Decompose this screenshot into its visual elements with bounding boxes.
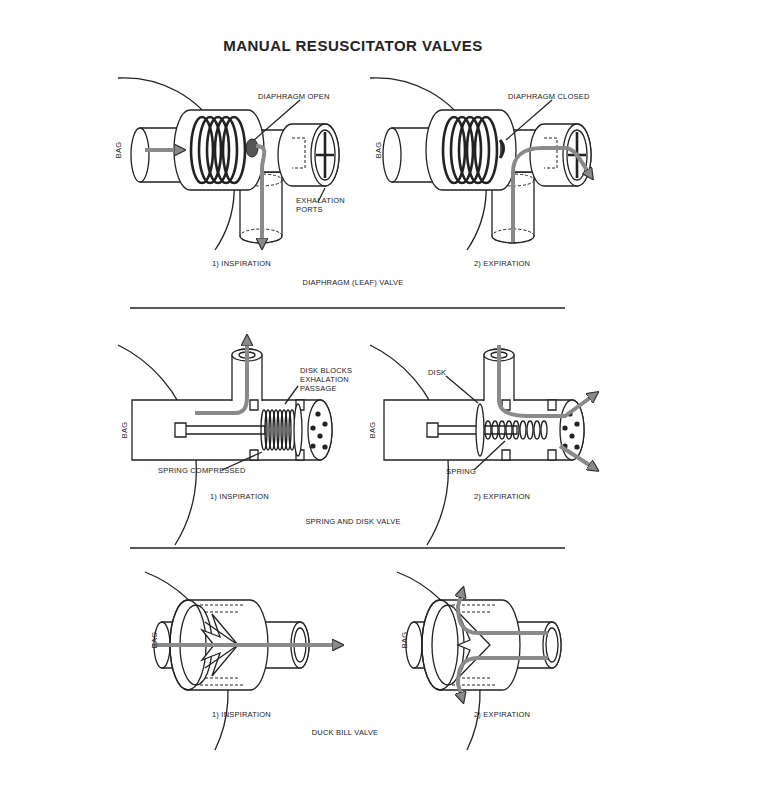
flow-arrow xyxy=(499,345,594,416)
part-label: 2) EXPIRATION xyxy=(474,710,530,719)
part-label: 1) INSPIRATION xyxy=(210,492,269,501)
part-label: EXHALATION PORTS xyxy=(296,196,352,214)
spring-disk-inspiration xyxy=(118,345,332,545)
flow-arrow xyxy=(152,643,338,647)
part-label-vertical: BAG xyxy=(374,142,383,158)
coil xyxy=(506,421,512,439)
flow-arrow xyxy=(513,148,590,242)
flow-arrow xyxy=(256,146,264,244)
diaphragm-closed xyxy=(500,140,504,158)
flow-arrow xyxy=(560,446,594,468)
separator xyxy=(130,307,565,308)
leader-line xyxy=(285,386,298,404)
diaphragm-inspiration xyxy=(118,78,339,250)
part-label-vertical: BAG xyxy=(368,422,377,438)
coil xyxy=(492,421,498,439)
flow-arrow xyxy=(458,658,548,698)
separator xyxy=(130,547,565,548)
leader-line xyxy=(254,100,300,140)
flow-arrow xyxy=(145,148,180,152)
flow-arrow xyxy=(458,592,548,633)
part-label: DISK xyxy=(428,368,446,377)
part-label: 2) EXPIRATION xyxy=(474,259,530,268)
part-label: DIAPHRAGM CLOSED xyxy=(508,92,590,101)
coil xyxy=(520,421,526,439)
coil xyxy=(534,421,540,439)
part-label-vertical: BAG xyxy=(120,422,129,438)
leader-line xyxy=(474,441,505,470)
part-label: DIAPHRAGM (LEAF) VALVE xyxy=(303,278,404,287)
part-label: SPRING xyxy=(446,467,476,476)
part-label: 1) INSPIRATION xyxy=(212,259,271,268)
coil xyxy=(513,421,519,439)
coil xyxy=(541,421,547,439)
spring-extended xyxy=(485,421,547,439)
diaphragm-expiration xyxy=(370,78,591,250)
part-label: SPRING AND DISK VALVE xyxy=(305,517,400,526)
spring-disk-expiration xyxy=(370,345,584,545)
coil xyxy=(485,421,491,439)
part-label: DISK BLOCKS EXHALATION PASSAGE xyxy=(300,366,358,393)
duck-bill-closed xyxy=(458,612,490,678)
part-label-vertical: BAG xyxy=(150,632,159,648)
disk xyxy=(294,404,302,456)
part-label: 1) INSPIRATION xyxy=(212,710,271,719)
part-label: SPRING COMPRESSED xyxy=(158,466,246,475)
part-label-vertical: BAG xyxy=(114,142,123,158)
part-label-vertical: BAG xyxy=(400,632,409,648)
leader-line xyxy=(506,100,552,140)
duck-bill-expiration xyxy=(397,572,561,750)
duck-bill-inspiration xyxy=(145,572,309,750)
spring-compressed xyxy=(261,410,295,450)
coil xyxy=(499,421,505,439)
leader-line xyxy=(446,376,478,403)
disk xyxy=(476,404,484,456)
coil xyxy=(527,421,533,439)
flow-arrow xyxy=(195,340,247,413)
part-label: 2) EXPIRATION xyxy=(474,492,530,501)
part-label: DIAPHRAGM OPEN xyxy=(258,92,330,101)
part-label: DUCK BILL VALVE xyxy=(312,728,379,737)
diagram-title: MANUAL RESUSCITATOR VALVES xyxy=(223,37,483,55)
